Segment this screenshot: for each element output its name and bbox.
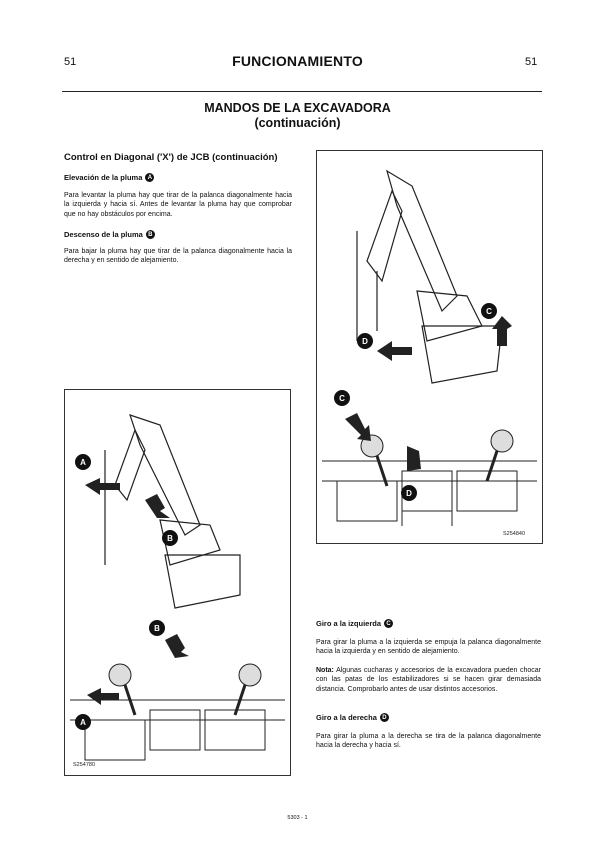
note-block: Nota: Algunas cucharas y accesorios de l… <box>316 666 541 694</box>
section-subtitle: (continuación) <box>254 116 341 130</box>
control-heading: Control en Diagonal ('X') de JCB (contin… <box>64 152 278 163</box>
boom-down-heading: Descenso de la pluma B <box>64 230 155 239</box>
boom-down-text: Para bajar la pluma hay que tirar de la … <box>64 248 292 265</box>
figure-code-right: S254840 <box>503 531 526 537</box>
boom-illustration <box>70 414 285 761</box>
figure-label-b-lower: B <box>154 624 160 633</box>
boom-up-heading: Elevación de la pluma A <box>64 173 155 182</box>
footer-code: 5303 - 1 <box>287 815 308 821</box>
slew-left-heading: Giro a la izquierda C <box>316 619 394 628</box>
slew-figure: C D C D S254840 <box>316 150 543 544</box>
figure-code-left: S254780 <box>73 762 96 768</box>
boom-figure: A B B A S254780 <box>64 389 291 776</box>
badge-a-icon: A <box>145 173 155 182</box>
note-label: Nota: <box>316 667 334 674</box>
note-text: Algunas cucharas y accesorios de la exca… <box>316 667 542 693</box>
figure-label-d: D <box>362 337 368 346</box>
boom-up-heading-text: Elevación de la pluma <box>64 173 143 182</box>
figure-label-a: A <box>80 458 86 467</box>
boom-up-text: Para levantar la pluma hay que tirar de … <box>64 192 292 218</box>
slew-right-heading-text: Giro a la derecha <box>316 713 377 722</box>
slew-right-text: Para girar la pluma a la derecha se tira… <box>316 733 541 750</box>
figure-label-d-lower: D <box>406 489 412 498</box>
page-title: FUNCIONAMIENTO <box>232 53 363 69</box>
page-number-right: 51 <box>525 56 538 68</box>
figure-label-b: B <box>167 534 173 543</box>
figure-label-a-lower: A <box>80 718 86 727</box>
slew-left-text: Para girar la pluma a la izquierda se em… <box>316 639 541 656</box>
figure-label-c: C <box>486 307 492 316</box>
header-rule <box>62 91 542 92</box>
figure-label-c-lower: C <box>339 394 345 403</box>
slew-left-heading-text: Giro a la izquierda <box>316 619 382 628</box>
page-number-left: 51 <box>64 56 77 68</box>
badge-c-icon: C <box>384 619 394 628</box>
slew-illustration <box>322 169 537 526</box>
badge-b-icon: B <box>145 230 155 239</box>
boom-down-heading-text: Descenso de la pluma <box>64 230 143 239</box>
slew-right-heading: Giro a la derecha D <box>316 713 389 722</box>
section-title: MANDOS DE LA EXCAVADORA <box>204 101 391 115</box>
badge-d-icon: D <box>379 713 389 722</box>
